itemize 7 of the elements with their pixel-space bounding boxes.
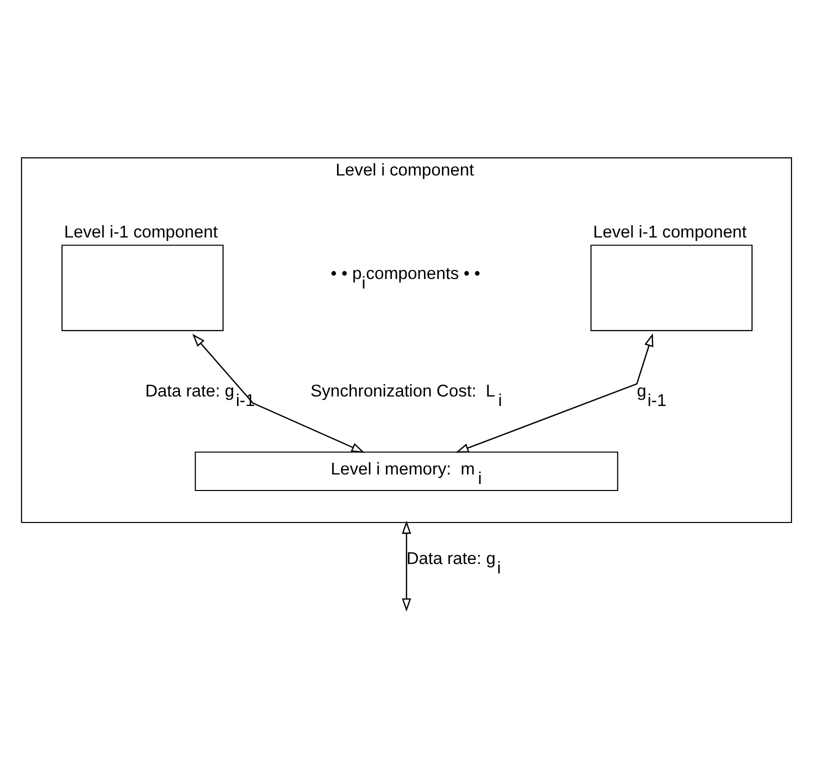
node-label: Level i-1 component — [64, 222, 218, 242]
node-box — [590, 244, 753, 332]
arrow — [192, 334, 365, 453]
node-box — [62, 244, 224, 332]
node-label: Level i-1 component — [593, 222, 747, 242]
arrow — [456, 333, 654, 453]
arrow — [402, 520, 412, 612]
